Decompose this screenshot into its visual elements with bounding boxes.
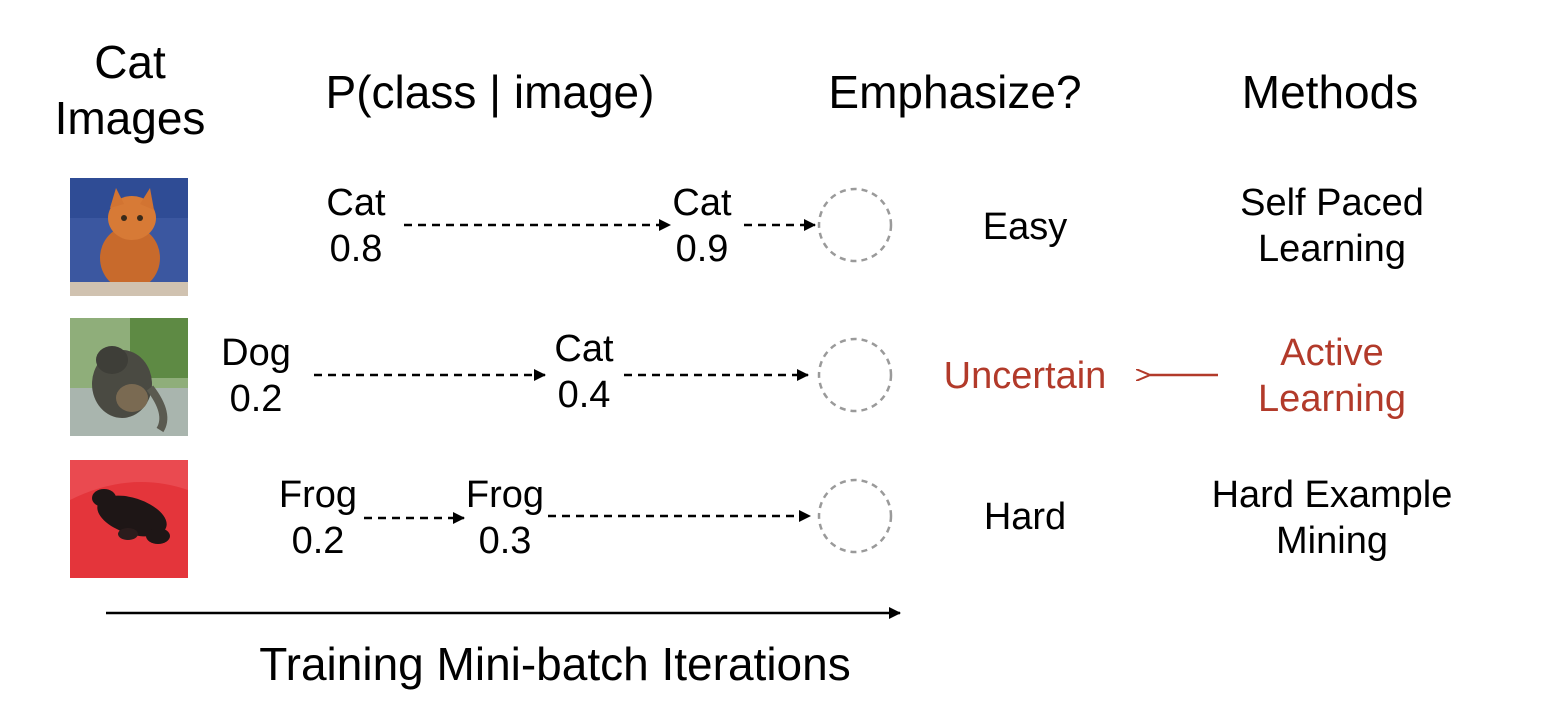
row1-step2-class: Cat — [672, 182, 732, 224]
header-images: Cat Images — [40, 34, 220, 146]
row3-step2: Frog 0.3 — [455, 472, 555, 564]
header-probability: P(class | image) — [325, 66, 655, 118]
row3-step1-class: Frog — [278, 474, 358, 516]
row2-step2-class: Cat — [554, 328, 614, 370]
row1-emphasis: Easy — [982, 206, 1068, 248]
row3-method-line2: Mining — [1276, 520, 1388, 562]
row1-step1-class: Cat — [326, 182, 386, 224]
row3-step1: Frog 0.2 — [268, 472, 368, 564]
row1-method: Self Paced Learning — [1170, 180, 1494, 272]
header-images-line1: Cat — [94, 36, 166, 88]
header-images-line2: Images — [54, 92, 206, 144]
frog-like-cat-image — [70, 460, 188, 578]
cat-gray-drawing — [70, 318, 188, 436]
black-cat-on-red-drawing — [70, 460, 188, 578]
header-methods: Methods — [1241, 66, 1419, 118]
row1-circle — [817, 187, 893, 263]
row2-method-line2: Learning — [1258, 378, 1406, 420]
cat-with-dog-like-appearance-image — [70, 318, 188, 436]
row2-step1-prob: 0.2 — [229, 378, 283, 420]
row2-step1: Dog 0.2 — [206, 330, 306, 422]
row2-step2-prob: 0.4 — [557, 374, 611, 416]
row3-emphasis: Hard — [983, 496, 1067, 538]
iterations-axis-label: Training Mini-batch Iterations — [259, 638, 851, 690]
row2-method: Active Learning — [1170, 330, 1494, 422]
row2-step1-class: Dog — [221, 332, 291, 374]
row2-circle — [817, 337, 893, 413]
row3-circle — [817, 478, 893, 554]
row2-emphasis: Uncertain — [943, 355, 1107, 397]
row1-step1: Cat 0.8 — [306, 180, 406, 272]
row2-method-line1: Active — [1280, 332, 1384, 374]
row2-step2: Cat 0.4 — [534, 326, 634, 418]
header-emphasize: Emphasize? — [828, 66, 1082, 118]
row3-step1-prob: 0.2 — [291, 520, 345, 562]
cat-image — [70, 178, 188, 296]
row1-step1-prob: 0.8 — [329, 228, 383, 270]
cat-image-drawing — [70, 178, 188, 296]
row1-method-line2: Learning — [1258, 228, 1406, 270]
row1-method-line1: Self Paced — [1240, 182, 1424, 224]
row3-method-line1: Hard Example — [1211, 474, 1453, 516]
row3-step2-prob: 0.3 — [478, 520, 532, 562]
row3-method: Hard Example Mining — [1170, 472, 1494, 564]
row1-step2: Cat 0.9 — [652, 180, 752, 272]
row1-step2-prob: 0.9 — [675, 228, 729, 270]
row3-step2-class: Frog — [465, 474, 545, 516]
